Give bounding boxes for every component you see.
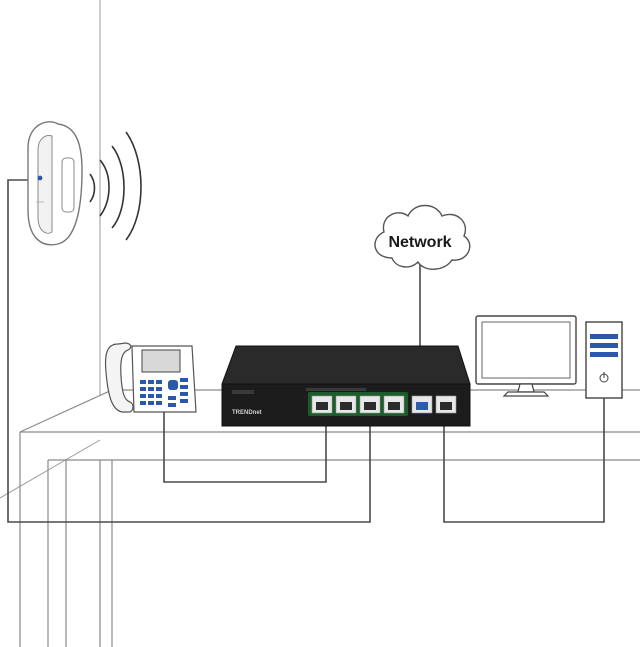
ip-phone xyxy=(104,342,197,413)
phone-keypad xyxy=(140,378,188,407)
poe-port-group xyxy=(308,392,408,416)
desk xyxy=(19,389,640,647)
monitor xyxy=(475,315,577,397)
monitor-screen xyxy=(481,321,571,379)
uplink-port[interactable] xyxy=(435,395,457,414)
ethernet-port[interactable] xyxy=(335,395,357,414)
ethernet-port[interactable] xyxy=(311,395,333,414)
cable-computer xyxy=(443,398,605,523)
ethernet-port[interactable] xyxy=(383,395,405,414)
network-cloud: Network xyxy=(374,204,471,270)
poe-switch: TRENDnet xyxy=(221,345,471,427)
brand-label: TRENDnet xyxy=(232,410,262,416)
drive-bay xyxy=(590,352,618,357)
cable-phone xyxy=(163,410,327,483)
ethernet-port[interactable] xyxy=(359,395,381,414)
room-walls xyxy=(0,0,101,499)
cable-access-point xyxy=(7,179,371,523)
ceiling-access-point xyxy=(27,121,83,246)
status-led-icon xyxy=(37,175,43,181)
network-label: Network xyxy=(388,234,451,251)
handset-icon xyxy=(104,342,134,413)
drive-bay xyxy=(590,334,618,339)
uplink-port[interactable] xyxy=(411,395,433,414)
drive-bay xyxy=(590,343,618,348)
desktop-computer xyxy=(585,321,623,399)
phone-screen xyxy=(141,349,181,373)
wifi-signal-icon xyxy=(89,131,142,241)
